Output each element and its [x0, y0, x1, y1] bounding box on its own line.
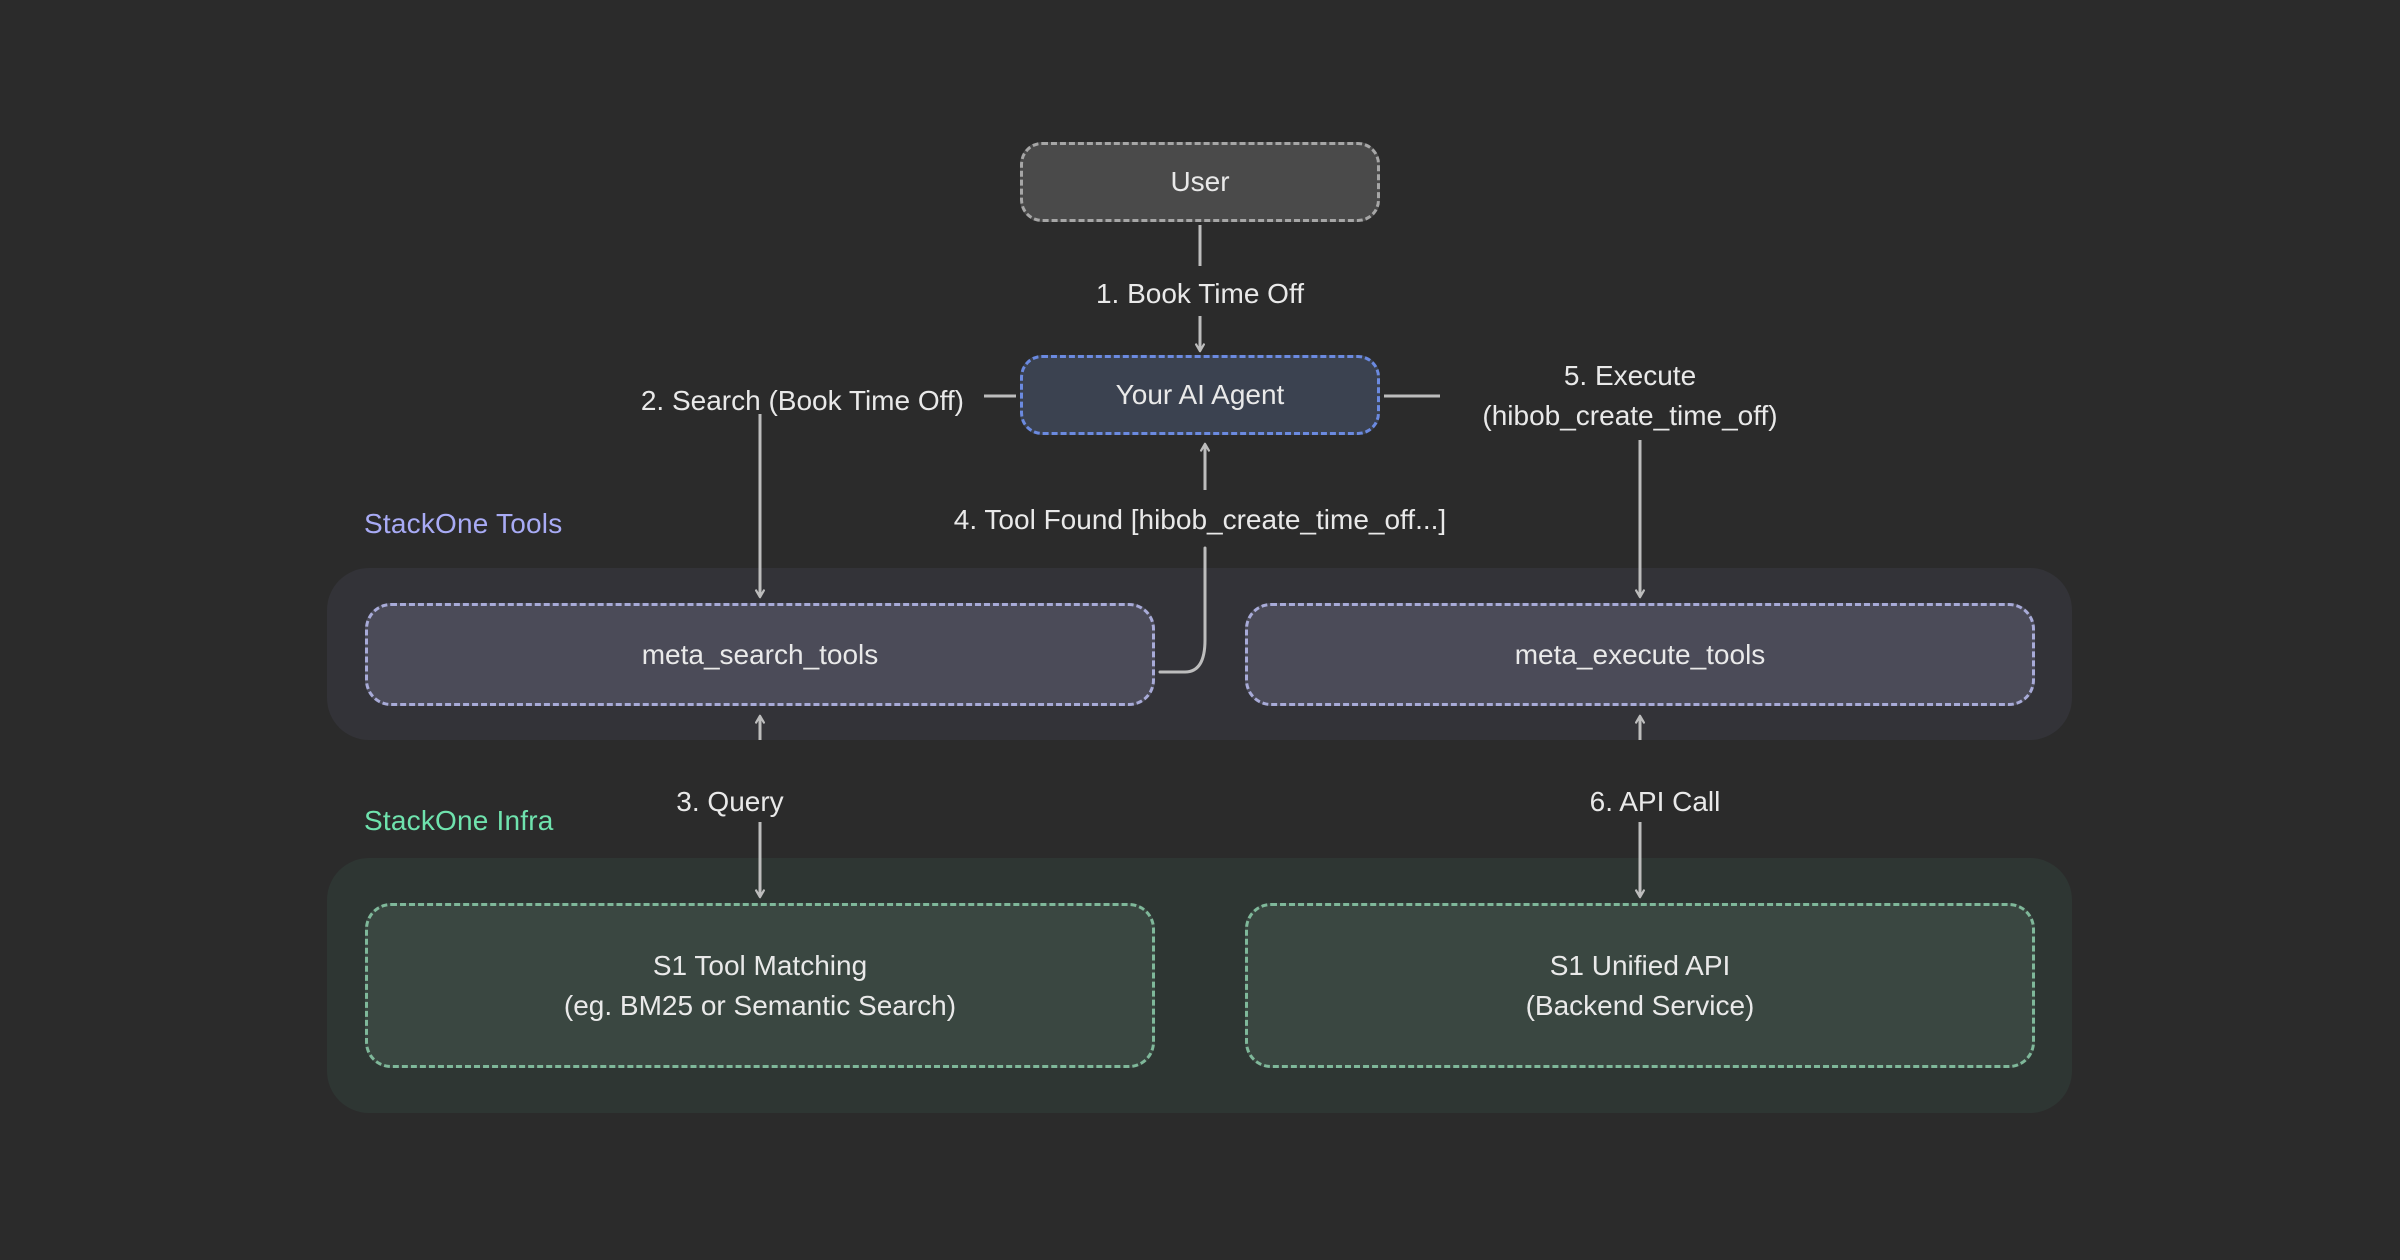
node-s1-tool-matching[interactable]: S1 Tool Matching (eg. BM25 or Semantic S… [365, 903, 1155, 1068]
node-s1-tool-matching-subtitle: (eg. BM25 or Semantic Search) [563, 989, 957, 1021]
group-label-stackone-tools: StackOne Tools [364, 508, 563, 539]
edge-label-search: 2. Search (Book Time Off) [640, 385, 964, 416]
edge-label-execute: 5. Execute (hibob_create_time_off) [1450, 356, 1810, 436]
node-your-ai-agent-label: Your AI Agent [1115, 379, 1285, 411]
node-meta-search-tools-label: meta_search_tools [641, 638, 879, 670]
node-your-ai-agent[interactable]: Your AI Agent [1020, 355, 1380, 435]
edge-label-tool-found: 4. Tool Found [hibob_create_time_off...] [953, 504, 1447, 535]
edge-label-book-time-off: 1. Book Time Off [1095, 278, 1305, 309]
node-user[interactable]: User [1020, 142, 1380, 222]
edge-label-query: 3. Query [676, 786, 784, 817]
node-user-label: User [1170, 166, 1230, 198]
group-label-stackone-infra: StackOne Infra [364, 805, 554, 836]
node-s1-unified-api-subtitle: (Backend Service) [1525, 989, 1755, 1021]
edge-label-api-call: 6. API Call [1589, 786, 1721, 817]
node-s1-tool-matching-title: S1 Tool Matching [652, 949, 868, 981]
node-meta-execute-tools-label: meta_execute_tools [1514, 638, 1766, 670]
node-s1-unified-api-title: S1 Unified API [1549, 949, 1731, 981]
node-s1-unified-api[interactable]: S1 Unified API (Backend Service) [1245, 903, 2035, 1068]
edge-label-execute-line1: 5. Execute [1563, 360, 1697, 391]
node-meta-execute-tools[interactable]: meta_execute_tools [1245, 603, 2035, 706]
node-meta-search-tools[interactable]: meta_search_tools [365, 603, 1155, 706]
edge-label-execute-line2: (hibob_create_time_off) [1482, 399, 1778, 431]
